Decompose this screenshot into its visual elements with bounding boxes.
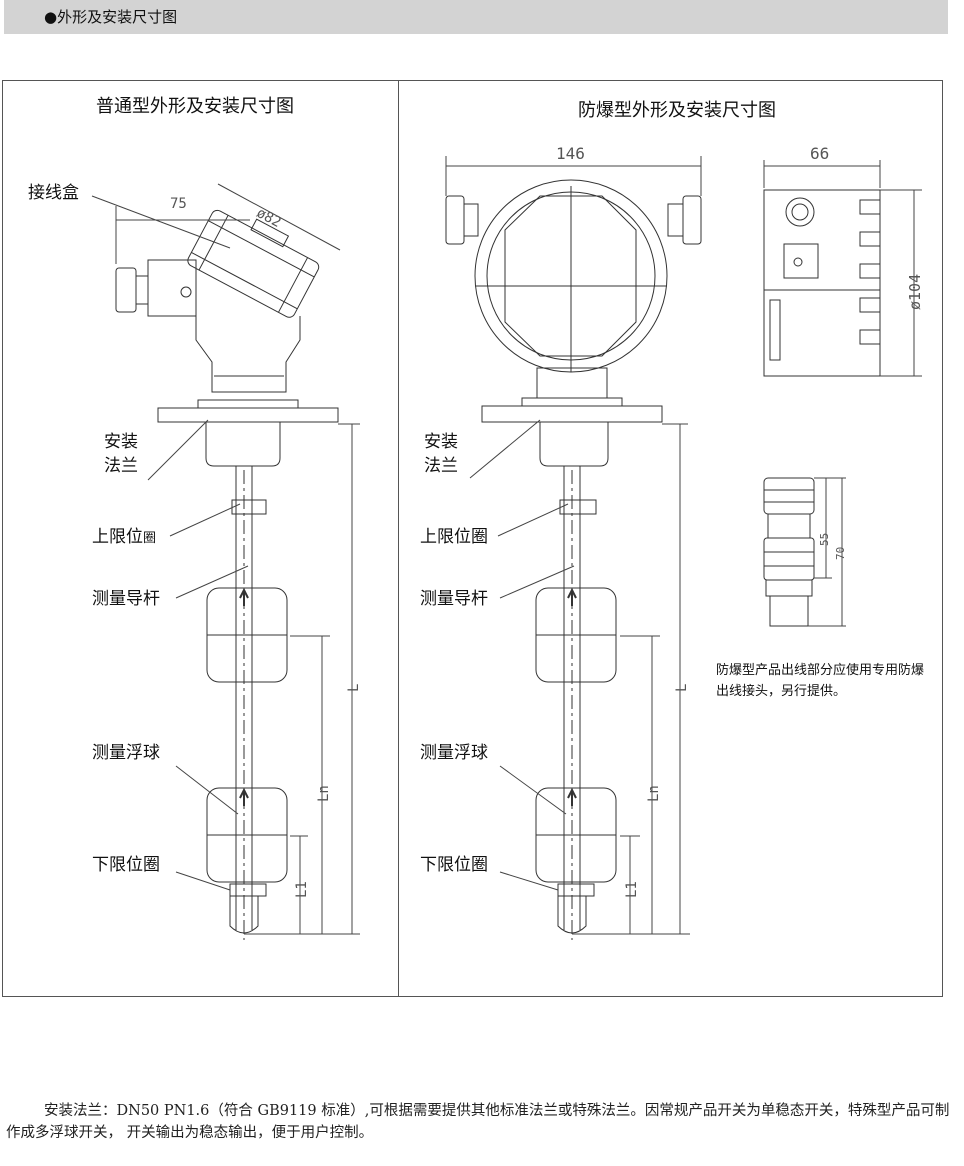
right-head: [445, 179, 702, 399]
label-right-float: 测量浮球: [420, 743, 488, 763]
label-left-lower-limit: 下限位圈: [92, 855, 160, 875]
label-left-float: 测量浮球: [92, 743, 160, 763]
left-junction-box: [115, 209, 320, 393]
dim-right-146: 146: [556, 144, 585, 163]
label-left-upper-limit-suffix: 圈: [143, 531, 157, 546]
label-left-upper-limit: 上限位圈: [92, 522, 156, 547]
label-right-guide-rod: 测量导杆: [420, 589, 488, 609]
left-leaders: [91, 195, 249, 891]
dim-left-L1: L1: [294, 881, 310, 898]
right-gland-right: [682, 195, 702, 245]
right-side-view: [763, 160, 922, 377]
dim-left-Ln: Ln: [316, 785, 332, 802]
right-lower-ring: [557, 883, 595, 897]
left-head-body: [187, 209, 320, 318]
right-flange-plate: [481, 405, 663, 423]
panel-divider: [398, 80, 399, 997]
dim-right-55: 55: [818, 532, 831, 546]
label-junction-box: 接线盒: [28, 183, 79, 203]
diagram-frame: [2, 80, 943, 997]
side-view-body: [763, 189, 881, 377]
dim-right-L1: L1: [624, 881, 640, 898]
right-panel-title: 防爆型外形及安装尺寸图: [578, 100, 776, 121]
left-lower-ring: [229, 883, 267, 897]
label-left-guide-rod: 测量导杆: [92, 589, 160, 609]
label-right-lower-limit: 下限位圈: [420, 855, 488, 875]
dim-left-75: 75: [170, 196, 187, 212]
dim-left-L: L: [346, 683, 362, 692]
right-cable-connector: [763, 477, 846, 627]
right-leaders: [469, 419, 575, 891]
left-stem: [205, 422, 281, 467]
section-header: ●外形及安装尺寸图: [4, 0, 948, 34]
right-stem: [539, 422, 609, 467]
label-left-flange: 安装 法兰: [104, 432, 138, 476]
dim-right-L: L: [674, 683, 690, 692]
left-flange-plate: [157, 407, 339, 423]
explosion-proof-note: 防爆型产品出线部分应使用专用防爆出线接头，另行提供。: [716, 663, 925, 699]
left-flange-hub: [197, 399, 299, 409]
left-dim-lines: [115, 183, 360, 935]
right-upper-ring: [559, 499, 597, 515]
section-title: ●外形及安装尺寸图: [44, 8, 178, 26]
dim-right-70: 70: [834, 546, 847, 560]
left-panel-title: 普通型外形及安装尺寸图: [96, 96, 294, 117]
label-right-upper-limit: 上限位圈: [420, 527, 488, 547]
dim-right-66: 66: [810, 144, 830, 163]
left-rod-tip: [229, 896, 259, 934]
right-dim-lines: [445, 156, 702, 935]
label-right-flange: 安装 法兰: [424, 432, 458, 476]
left-upper-ring: [231, 499, 267, 515]
dim-right-Ln: Ln: [646, 785, 662, 802]
label-left-upper-limit-main: 上限位: [92, 527, 143, 547]
dim-right-104: ø104: [906, 273, 924, 310]
right-gland-left: [445, 195, 465, 245]
footer-description: 安装法兰：DN50 PN1.6（符合 GB9119 标准）,可根据需要提供其他标…: [6, 1103, 950, 1141]
left-cable-gland: [115, 267, 137, 313]
